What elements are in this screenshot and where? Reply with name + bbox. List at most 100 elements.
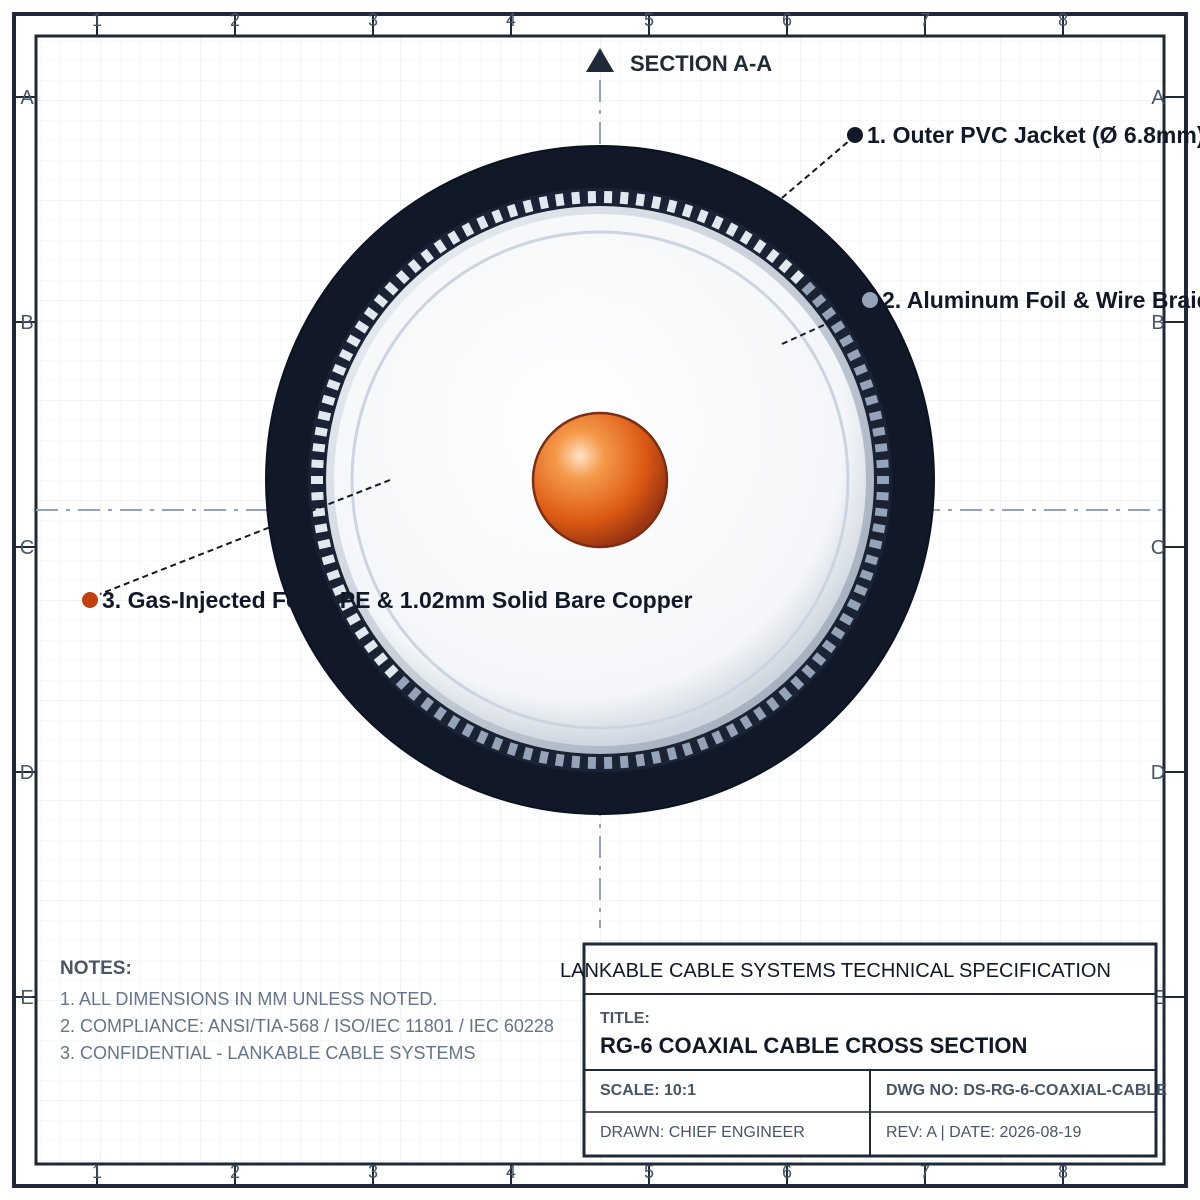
braid-wire: [317, 538, 332, 550]
company-name: LANKABLE CABLE SYSTEMS TECHNICAL SPECIFI…: [560, 960, 1111, 982]
braid-wire: [407, 686, 422, 702]
braid-wire: [853, 363, 868, 376]
leader-line-1: [781, 139, 851, 199]
callout-2: 2. Aluminum Foil & Wire Braid Shield: [862, 287, 1200, 313]
braid-wire: [846, 598, 862, 612]
braid-wire: [859, 379, 874, 391]
braid-wire: [765, 696, 780, 712]
zone-label-row: C: [20, 537, 34, 559]
braid-wire: [461, 222, 475, 237]
drawing-title: RG-6 COAXIAL CABLE CROSS SECTION: [600, 1033, 1027, 1058]
braid-wire: [338, 598, 354, 612]
braid-wire: [839, 334, 854, 348]
note-item-3: 3. CONFIDENTIAL - LANKABLE CABLE SYSTEMS: [60, 1043, 475, 1063]
zone-label-column: 2: [230, 1162, 240, 1182]
outer-frame: [12, 12, 1188, 1188]
braid-wire: [314, 426, 328, 437]
zone-label-row: A: [20, 87, 34, 109]
braid-wire: [354, 626, 370, 640]
braid-wire: [876, 491, 889, 501]
braid-wire: [635, 753, 646, 767]
braid-wire: [373, 293, 389, 308]
braid-wire: [874, 507, 888, 517]
braid-wire: [420, 248, 435, 264]
braid-wire: [447, 230, 461, 245]
braid-wire: [821, 639, 837, 654]
braid-wire: [853, 584, 868, 597]
braid-wire: [681, 742, 694, 757]
braid-wire: [538, 750, 549, 765]
note-item-1: 1. ALL DIMENSIONS IN MM UNLESS NOTED.: [60, 989, 437, 1009]
braid-wire: [395, 269, 410, 285]
braid-wire: [725, 723, 739, 738]
braid-wire: [554, 753, 565, 767]
braid-wire: [801, 664, 816, 679]
zone-label-column: 8: [1058, 1162, 1068, 1182]
braid-wire: [666, 199, 678, 214]
braid-wire: [420, 696, 435, 712]
callout-dot-2: [862, 292, 878, 308]
braid-wire: [778, 258, 793, 274]
braid-wire: [864, 394, 879, 406]
braid-wire: [821, 306, 837, 321]
braid-wire: [476, 730, 489, 745]
leader-lines: [99, 139, 869, 595]
braid-wire: [311, 459, 324, 469]
braid-wire: [384, 664, 399, 679]
zone-label-row: B: [20, 312, 33, 334]
rev-date-field: REV: A | DATE: 2026-08-19: [886, 1124, 1081, 1141]
braid-wire: [491, 209, 504, 224]
braid-wire: [753, 706, 767, 721]
braid-wire: [868, 538, 883, 550]
braid-wire: [407, 258, 422, 274]
braid-wire: [321, 554, 336, 566]
zone-label-row: C: [1151, 537, 1165, 559]
callout-text-2: 2. Aluminum Foil & Wire Braid Shield: [882, 287, 1200, 313]
zone-label-row: B: [1151, 312, 1164, 334]
title-block: LANKABLE CABLE SYSTEMS TECHNICAL SPECIFI…: [560, 942, 1167, 1158]
callout-text-3: 3. Gas-Injected Foam PE & 1.02mm Solid B…: [102, 587, 693, 613]
braid-wire: [859, 569, 874, 581]
callout-3: 3. Gas-Injected Foam PE & 1.02mm Solid B…: [82, 587, 693, 613]
braid-wire: [739, 715, 753, 730]
braid-wire: [314, 523, 328, 534]
braid-wire: [476, 215, 489, 230]
braid-wire: [711, 215, 724, 230]
braid-wire: [571, 755, 581, 769]
braid-wire: [739, 230, 753, 245]
zone-label-column: 6: [782, 1162, 792, 1182]
zone-label-column: 3: [368, 10, 378, 30]
braid-wire: [681, 203, 694, 218]
braid-wire: [619, 191, 629, 205]
braid-wire: [363, 306, 379, 321]
braid-wire: [874, 443, 888, 453]
drawn-field: DRAWN: CHIEF ENGINEER: [600, 1124, 805, 1141]
braid-wire: [311, 491, 324, 501]
braid-wire: [461, 723, 475, 738]
braid-wire: [711, 730, 724, 745]
braid-wire: [338, 348, 354, 362]
braid-wire: [876, 459, 889, 469]
braid-wire: [801, 281, 816, 296]
zone-label-row: A: [1151, 87, 1165, 109]
section-arrow-icon: [586, 48, 614, 72]
zone-label-column: 7: [920, 1162, 930, 1182]
braid-wire: [619, 755, 629, 769]
copper-conductor: [531, 411, 669, 549]
braid-wire: [433, 239, 447, 254]
braid-wire: [538, 195, 549, 210]
braid-wire: [635, 193, 646, 207]
zone-label-row: E: [20, 987, 33, 1009]
braid-wire: [725, 222, 739, 237]
braid-wire: [326, 569, 341, 581]
braid-wire: [332, 363, 347, 376]
zone-label-column: 5: [644, 10, 654, 30]
callout-text-1: 1. Outer PVC Jacket (Ø 6.8mm): [867, 122, 1200, 148]
braid-wire: [395, 675, 410, 691]
braid-wire: [790, 269, 805, 285]
braid-wire: [765, 248, 780, 264]
braid-wire: [522, 199, 534, 214]
braid-wire: [839, 612, 854, 626]
